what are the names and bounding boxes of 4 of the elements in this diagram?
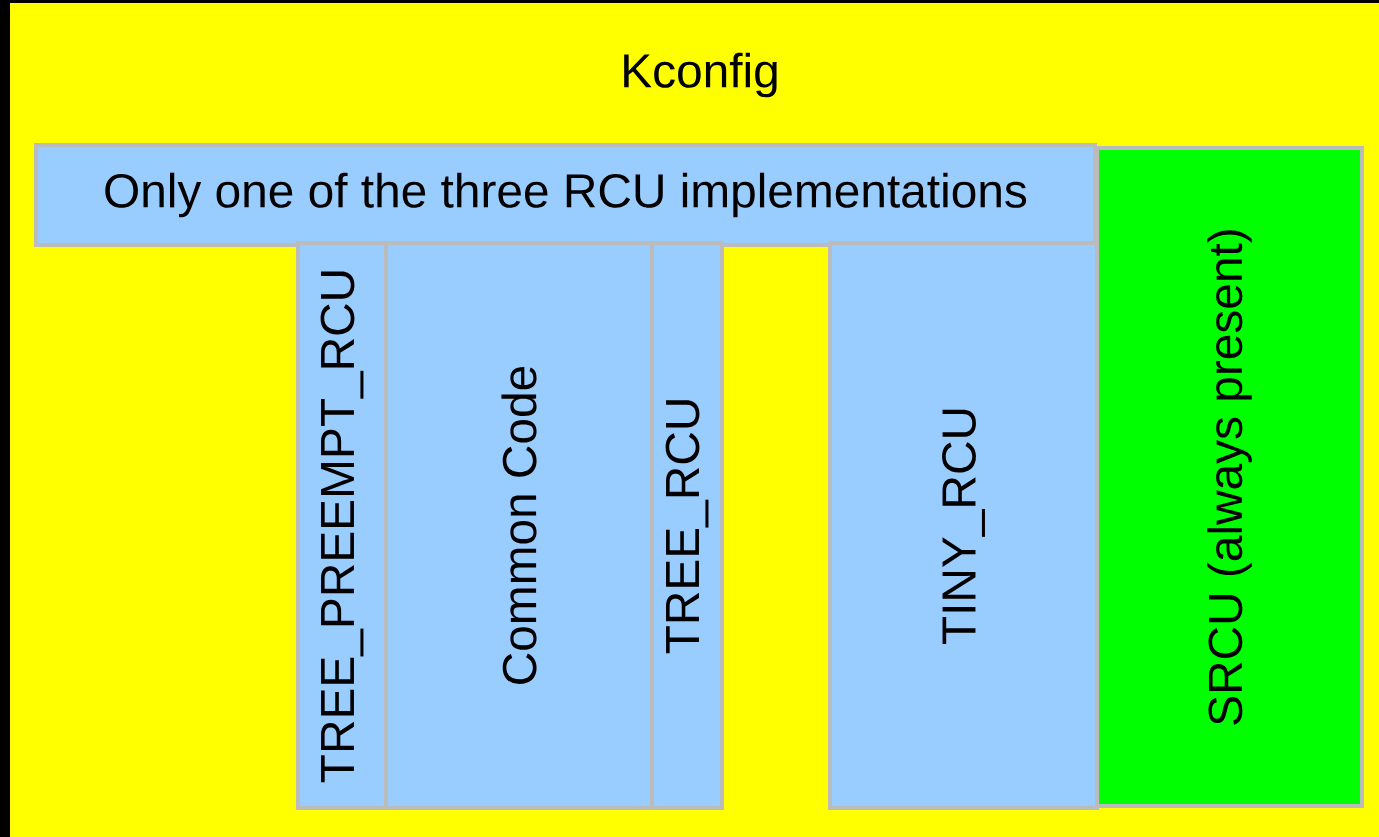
column-box: TINY_RCU: [828, 241, 1099, 810]
column-box: SRCU (always present): [1095, 146, 1364, 808]
column-box: TREE_RCU: [650, 241, 724, 810]
column-box: TREE_PREEMPT_RCU: [296, 241, 388, 810]
